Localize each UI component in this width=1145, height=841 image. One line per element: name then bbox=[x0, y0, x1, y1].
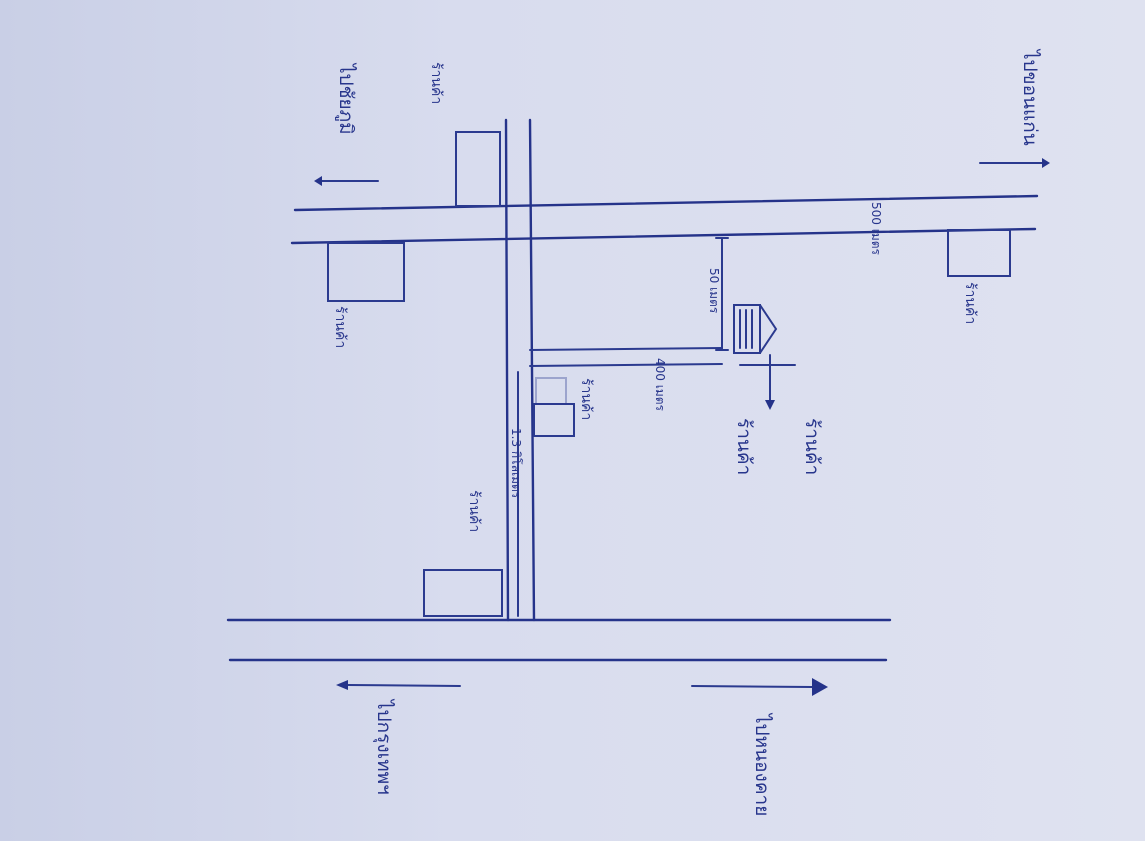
label-to-nong-khai: ไปหนองคาย bbox=[751, 712, 773, 816]
upper-road-top-edge bbox=[293, 194, 1039, 212]
small-box-center-faint bbox=[535, 377, 567, 405]
arrow-up-right bbox=[979, 158, 1050, 168]
arrow-to-destination bbox=[765, 354, 775, 410]
shop-box-lower-right bbox=[423, 569, 503, 617]
label-dist-500m: 500 เมตร bbox=[869, 202, 883, 256]
dist-line-50m bbox=[715, 237, 729, 351]
small-box-center bbox=[533, 403, 575, 437]
label-shop-left-middle: ร้านค้า bbox=[332, 306, 348, 348]
label-destination-line2: ร้านค้า bbox=[733, 418, 755, 475]
label-shop-top-left: ร้านค้า bbox=[428, 62, 444, 104]
shop-box-left-middle bbox=[327, 242, 405, 302]
label-dist-400m: 400 เมตร bbox=[653, 358, 667, 412]
dist-line-400m bbox=[529, 347, 796, 367]
label-destination-line1: ร้านค้า bbox=[801, 418, 823, 475]
vertical-road-right-edge bbox=[528, 118, 536, 622]
shop-box-right-upper bbox=[947, 229, 1011, 277]
label-shop-lower-right: ร้านค้า bbox=[466, 490, 482, 532]
label-dist-1-3km: 1.3 กิโลเมตร bbox=[509, 428, 523, 499]
shop-box-top-left bbox=[455, 131, 501, 207]
destination-house-icon bbox=[733, 304, 778, 354]
arrow-right-lower bbox=[691, 678, 828, 696]
label-to-chaiyaphum: ไปชัยภูมิ bbox=[335, 62, 357, 135]
vertical-road-left-edge bbox=[504, 118, 510, 622]
label-center: ร้านค้า bbox=[578, 378, 594, 420]
arrow-left-lower bbox=[336, 680, 461, 690]
upper-road-bottom-edge bbox=[290, 227, 1037, 245]
label-shop-right-upper: ร้านค้า bbox=[962, 282, 978, 324]
arrow-left-upper bbox=[314, 176, 379, 186]
label-dist-50m: 50 เมตร bbox=[707, 268, 721, 314]
label-to-bangkok: ไปกรุงเทพฯ bbox=[372, 698, 395, 795]
label-to-khon-kaen: ไปขอนแก่น bbox=[1019, 48, 1041, 146]
